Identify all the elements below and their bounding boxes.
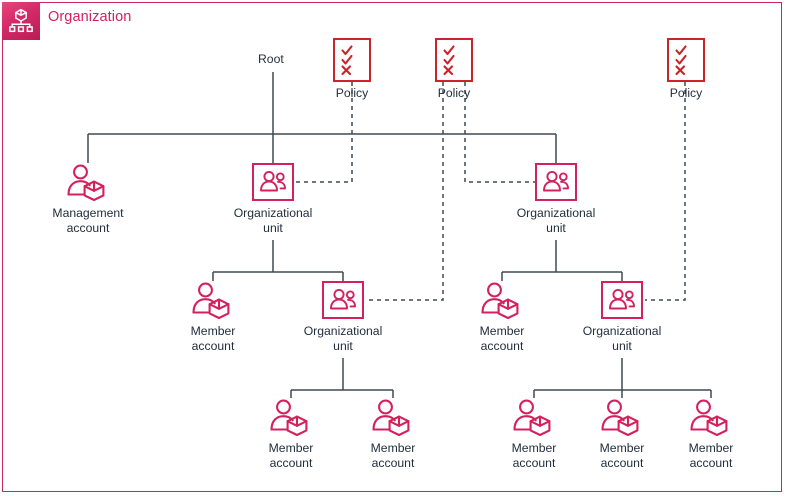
account-person-cube-icon — [687, 398, 735, 443]
node-label: Member account — [268, 441, 314, 470]
node-label: Member account — [190, 324, 236, 353]
root-label: Root — [258, 52, 284, 66]
organizational-unit-group-icon — [535, 163, 577, 201]
node-label: Management account — [52, 206, 124, 235]
account-person-cube-icon — [64, 163, 112, 208]
node-label: Member account — [370, 441, 416, 470]
node-label: Organizational unit — [582, 324, 662, 353]
node-label: Member account — [599, 441, 645, 470]
node-label: Member account — [479, 324, 525, 353]
node-label: Member account — [511, 441, 557, 470]
policy-label: Policy — [335, 86, 369, 100]
organizational-unit-group-icon — [252, 163, 294, 201]
organization-title: Organization — [48, 9, 132, 25]
account-person-cube-icon — [189, 281, 237, 326]
policy-label: Policy — [437, 86, 471, 100]
account-person-cube-icon — [478, 281, 526, 326]
organizational-unit-group-icon — [601, 281, 643, 319]
node-label: Organizational unit — [516, 206, 596, 235]
node-label: Organizational unit — [303, 324, 383, 353]
node-label: Organizational unit — [233, 206, 313, 235]
policy-checklist-icon — [667, 38, 705, 82]
account-person-cube-icon — [267, 398, 315, 443]
policy-checklist-icon — [333, 38, 371, 82]
organization-cube-hierarchy-icon — [2, 2, 40, 40]
node-label: Member account — [688, 441, 734, 470]
account-person-cube-icon — [598, 398, 646, 443]
organizational-unit-group-icon — [322, 281, 364, 319]
account-person-cube-icon — [510, 398, 558, 443]
policy-checklist-icon — [435, 38, 473, 82]
policy-label: Policy — [669, 86, 703, 100]
account-person-cube-icon — [369, 398, 417, 443]
